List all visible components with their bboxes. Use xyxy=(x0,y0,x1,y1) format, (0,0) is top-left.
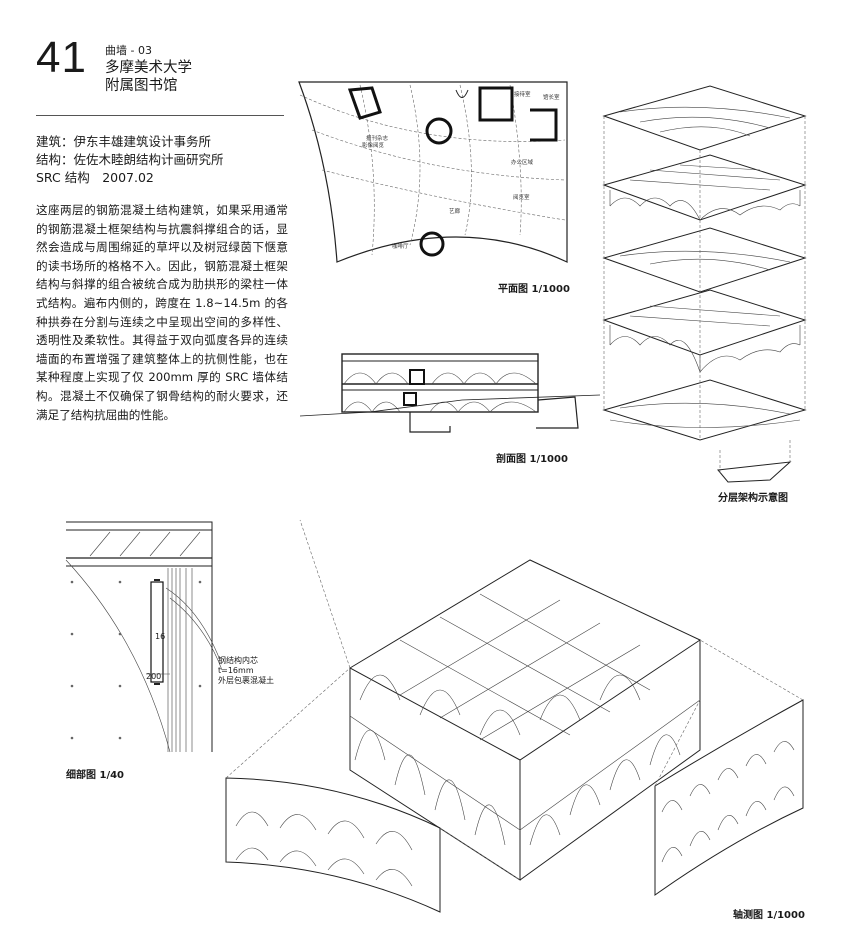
series-label: 曲墙 - 03 xyxy=(105,44,152,57)
detail-note-line-2: t=16mm xyxy=(218,666,254,675)
detail-dim-200: 200 xyxy=(146,672,162,681)
detail-caption: 细部图 1/40 xyxy=(66,770,125,781)
title-line-2: 附属图书馆 xyxy=(105,78,178,94)
project-title: 多摩美术大学 附属图书馆 xyxy=(105,59,192,95)
detail-note: 钢结构内芯 t=16mm 外层包裹混凝土 xyxy=(218,656,274,686)
credit-structure: 结构：佐佐木睦朗结构计画研究所 xyxy=(36,152,224,167)
plan-label-reading: 阅览室 xyxy=(513,193,530,201)
plan-label-collection: 馆长室 xyxy=(543,93,560,101)
chapter-number: 41 xyxy=(36,33,87,82)
plan-label-cafe: 咖啡厅 xyxy=(392,242,409,250)
plan-label-reception: 接待室 xyxy=(514,90,531,98)
credit-architect: 建筑：伊东丰雄建筑设计事务所 xyxy=(36,134,212,149)
title-line-1: 多摩美术大学 xyxy=(105,60,192,76)
header-divider xyxy=(36,115,284,116)
detail-dim-16: 16 xyxy=(155,632,166,641)
axon-caption: 轴测图 1/1000 xyxy=(733,910,805,921)
detail-note-line-1: 钢结构内芯 xyxy=(218,656,258,665)
layers-caption: 分层架构示意图 xyxy=(718,493,788,504)
credits-block: 建筑：伊东丰雄建筑设计事务所 结构：佐佐木睦朗结构计画研究所 SRC 结构 20… xyxy=(36,133,224,187)
body-paragraph: 这座两层的钢筋混凝土结构建筑，如果采用通常的钢筋混凝土框架结构与抗震斜撑组合的话… xyxy=(36,203,288,422)
plan-label-office: 办公区域 xyxy=(511,158,534,166)
detail-note-line-3: 外层包裹混凝土 xyxy=(218,676,274,685)
plan-label-arcade: 艺廊 xyxy=(449,207,461,215)
credit-info: SRC 结构 2007.02 xyxy=(36,170,154,185)
section-caption: 剖面图 1/1000 xyxy=(496,454,568,465)
plan-caption: 平面图 1/1000 xyxy=(498,284,570,295)
plan-label-periodicals-2: 影像阅览 xyxy=(362,141,385,149)
plan-label-periodicals-1: 报刊杂志 xyxy=(366,134,389,142)
